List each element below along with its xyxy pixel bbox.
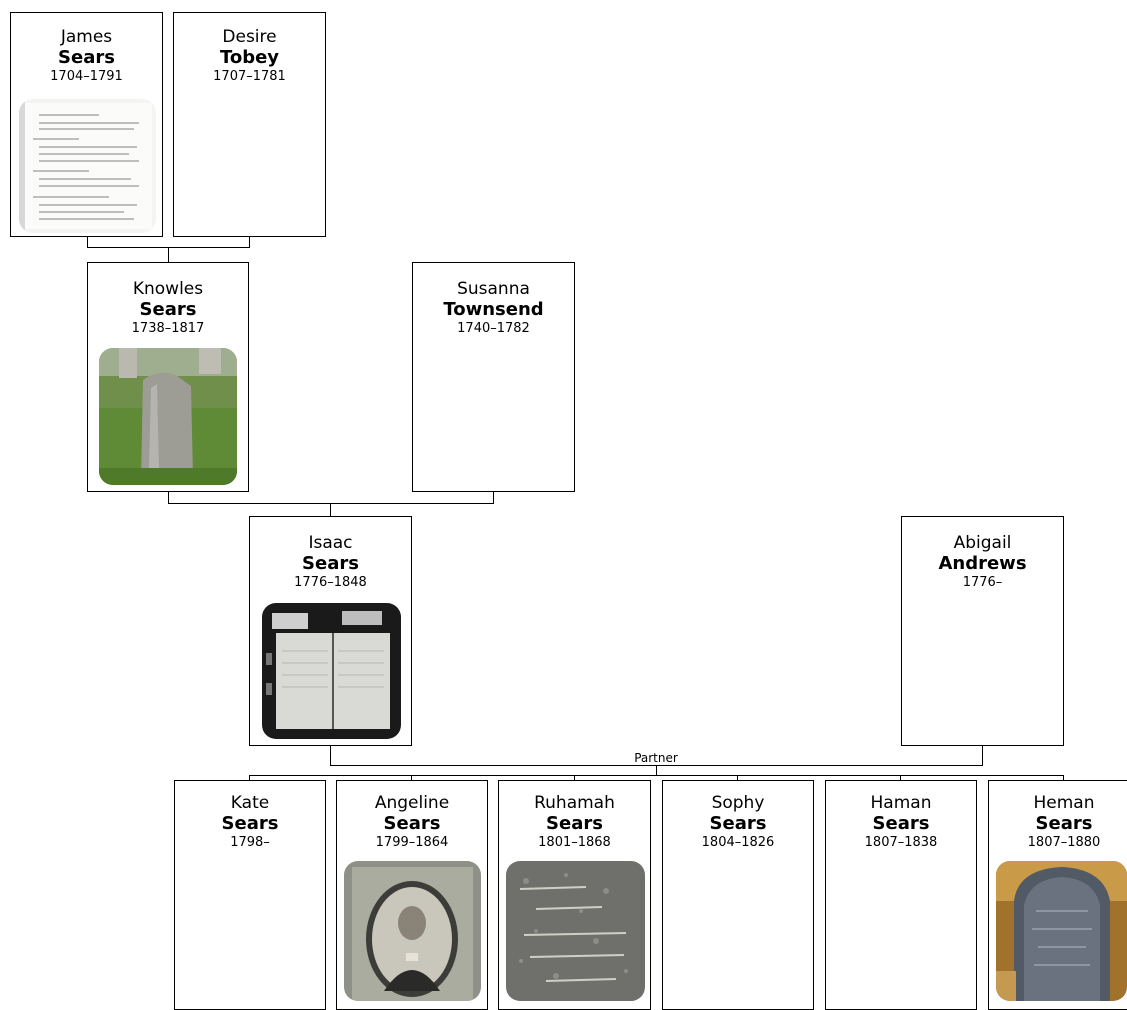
portrait-photo[interactable]	[344, 861, 481, 1001]
given-name: Angeline	[374, 793, 450, 813]
connector-line	[87, 236, 88, 247]
person-card-haman-sears[interactable]: Haman Sears 1807–1838	[825, 780, 977, 1010]
surname: Sears	[302, 553, 359, 574]
person-card-angeline-sears[interactable]: Angeline Sears 1799–1864	[336, 780, 488, 1010]
connector-line	[168, 491, 169, 503]
life-years: 1807–1838	[864, 835, 938, 850]
connector-line	[168, 503, 494, 504]
person-card-desire-tobey[interactable]: Desire Tobey 1707–1781	[173, 12, 326, 237]
connector-line	[1063, 775, 1064, 781]
surname: Tobey	[219, 47, 280, 68]
weathered-gravestone-photo[interactable]	[996, 861, 1127, 1001]
gravestone-photo[interactable]	[99, 348, 237, 485]
person-card-susanna-townsend[interactable]: Susanna Townsend 1740–1782	[412, 262, 575, 492]
life-years: 1807–1880	[1027, 835, 1101, 850]
gravestone-inscription-photo[interactable]	[506, 861, 645, 1001]
person-card-kate-sears[interactable]: Kate Sears 1798–	[174, 780, 326, 1010]
connector-line	[574, 775, 575, 781]
life-years: 1798–	[230, 835, 270, 850]
surname: Sears	[709, 813, 767, 834]
surname: Sears	[1035, 813, 1093, 834]
life-years: 1776–	[962, 575, 1003, 590]
person-card-heman-sears[interactable]: Heman Sears 1807–1880	[988, 780, 1127, 1010]
person-card-isaac-sears[interactable]: Isaac Sears 1776–1848	[249, 516, 412, 746]
life-years: 1740–1782	[457, 321, 530, 336]
life-years: 1801–1868	[538, 835, 611, 850]
given-name: Heman	[1033, 793, 1095, 813]
connector-line	[168, 247, 169, 263]
connector-line	[900, 775, 901, 781]
person-card-james-sears[interactable]: James Sears 1704–1791	[10, 12, 163, 237]
surname: Sears	[872, 813, 930, 834]
given-name: Abigail	[953, 533, 1012, 553]
connector-line	[330, 503, 331, 517]
surname: Andrews	[938, 553, 1027, 574]
surname: Sears	[139, 299, 197, 320]
connector-line	[249, 775, 250, 781]
surname: Sears	[221, 813, 279, 834]
connector-line	[330, 745, 331, 765]
given-name: Sophy	[711, 793, 765, 813]
person-card-ruhamah-sears[interactable]: Ruhamah Sears 1801–1868	[498, 780, 651, 1010]
connector-line	[982, 745, 983, 765]
given-name: Knowles	[132, 279, 204, 299]
connector-line	[249, 236, 250, 247]
connector-line	[493, 491, 494, 503]
life-years: 1804–1826	[701, 835, 775, 850]
record-book-photo[interactable]	[262, 603, 401, 739]
surname: Sears	[546, 813, 603, 834]
life-years: 1799–1864	[375, 835, 449, 850]
partner-label: Partner	[634, 751, 678, 765]
given-name: Desire	[222, 27, 277, 47]
given-name: Susanna	[457, 279, 530, 299]
connector-line	[656, 765, 657, 775]
connector-line	[249, 775, 1064, 776]
life-years: 1738–1817	[131, 321, 205, 336]
person-card-abigail-andrews[interactable]: Abigail Andrews 1776–	[901, 516, 1064, 746]
given-name: Ruhamah	[534, 793, 615, 813]
given-name: Haman	[870, 793, 932, 813]
connector-line	[737, 775, 738, 781]
document-scan-photo[interactable]	[19, 99, 156, 233]
given-name: Isaac	[308, 533, 353, 553]
connector-line	[411, 775, 412, 781]
given-name: Kate	[230, 793, 270, 813]
surname: Sears	[58, 47, 115, 68]
person-card-knowles-sears[interactable]: Knowles Sears 1738–1817	[87, 262, 249, 492]
life-years: 1707–1781	[213, 69, 286, 84]
surname: Sears	[383, 813, 441, 834]
life-years: 1776–1848	[294, 575, 367, 590]
life-years: 1704–1791	[50, 69, 123, 84]
person-card-sophy-sears[interactable]: Sophy Sears 1804–1826	[662, 780, 814, 1010]
given-name: James	[60, 27, 113, 47]
surname: Townsend	[443, 299, 544, 320]
